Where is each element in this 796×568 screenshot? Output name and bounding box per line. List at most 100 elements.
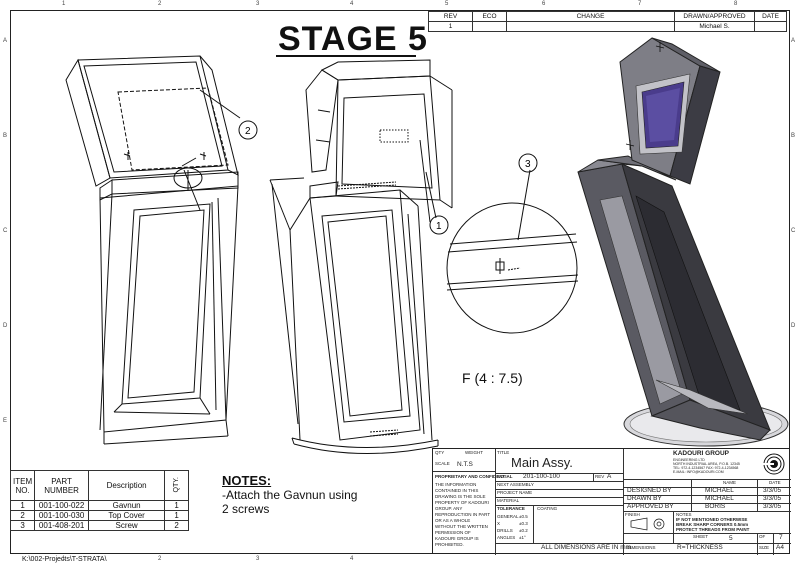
callout-2-label: 2 [245,126,251,137]
bom-cell-part: 001-408-201 [34,520,90,531]
bom-cell-description: Top Cover [88,510,166,521]
tb-company-sub-3: TEL: 972-4-1234567 FAX: 972-4-1234568 [673,466,739,470]
tb-signer: BORIS [705,503,726,510]
tb-sign-date: 3/3/05 [763,495,782,502]
tb-tol-value: ±0.2 [519,528,528,533]
tb-next-assembly-label: NEXT ASSEMBLY [497,482,534,487]
tb-prop-line: WITHOUT THE WRITTEN [435,524,488,529]
tb-all-dims: ALL DIMENSIONS ARE IN mm. [541,544,633,551]
zone-row-d-right: D [791,323,796,329]
tb-proprietary-text: THE INFORMATION CONTAINED IN THIS DRAWIN… [435,482,493,548]
tb-company-sub-2: NORTH INDUSTRIAL AREA, P.O.B. 12345 [673,462,740,466]
tb-finish-label: FINISH [625,512,640,517]
tb-rev: A [607,473,612,480]
zone-col-8: 8 [734,1,738,7]
tb-qty-label: QTY [435,450,445,455]
projection-symbol-icon [630,517,665,531]
tb-prop-line: CONTAINED IN THIS [435,488,479,493]
sheet-border [10,10,790,554]
bom-cell-item: 1 [9,500,36,511]
zone-row-b: B [3,133,8,139]
tb-prop-line: PERMISSION OF [435,530,471,535]
tb-prop-line: THE INFORMATION [435,482,477,487]
zone-col-3-bottom: 3 [256,556,260,562]
bom-header-qty: QTY. [164,470,190,501]
zone-col-4-bottom: 4 [350,556,354,562]
tb-tol-row: X [497,521,501,526]
stage-title: STAGE 5 [278,20,428,58]
detail-scale-label: F (4 : 7.5) [462,370,523,386]
tb-tolerance-label: TOLERANCE [497,506,525,511]
zone-col-1-bottom: 1 [62,556,66,562]
tb-part-no: 201-100-100 [523,473,560,480]
zone-row-a: A [3,38,8,44]
tb-proprietary-label: PROPRIETARY AND CONFIDENTIAL [435,474,513,479]
callout-3-label: 3 [525,159,531,170]
file-path: K:\002-Projects\T-STRATA\ [22,556,107,563]
zone-row-d: D [3,323,8,329]
bom-cell-part: 001-100-022 [34,500,90,511]
bom-cell-description: Gavnun [88,500,166,511]
tb-tol-value: ±0.5 [519,514,528,519]
bom-cell-qty: 2 [164,520,190,531]
tb-tol-row: ANGLES [497,535,516,540]
tb-tol-row: DRILLS [497,528,513,533]
zone-row-c-right: C [791,228,796,234]
tb-tol-value: ±1° [519,535,526,540]
tb-rev-label: REV [595,474,605,479]
tb-coating-label: COATING [537,506,558,511]
tb-name-header: NAME [723,480,737,485]
tb-prop-line: OR AS A WHOLE [435,518,471,523]
tb-signer: MICHAEL [705,495,734,502]
zone-col-4: 4 [350,1,354,7]
zone-row-c: C [3,228,8,234]
kiosk-shaded-render [577,37,789,447]
bom-cell-part: 001-100-030 [34,510,90,521]
tb-role: DRAWN BY [627,495,662,502]
tb-prop-line: PROHIBITED. [435,542,464,547]
tb-tol-value: ±0.3 [519,521,528,526]
tb-prop-line: DRAWING IS THE SOLE [435,494,486,499]
tb-prop-line: PROPERTY OF KADOURI [435,500,489,505]
tb-weight-label: WEIGHT [465,450,483,455]
company-logo-icon [763,453,785,475]
title-block: QTY SCALE N.T.S WEIGHT PROPRIETARY AND C… [432,448,791,555]
tb-sheet-value: 5 [729,535,733,542]
tb-sheet-label: SHEET [693,534,709,539]
bom-header-description: Description [88,470,166,501]
bom-row: 3 001-408-201 Screw 2 [9,520,190,531]
zone-col-1: 1 [62,1,66,7]
tb-project-label: PROJECT NAME [497,490,533,495]
notes-title: NOTES: [222,473,272,488]
notes-line-1: -Attach the Gavnun using [222,488,358,502]
tb-title-label: TITLE [497,450,510,455]
tb-prop-line: REPRODUCTION IN PART [435,512,491,517]
kiosk-front-view [65,55,241,445]
tb-scale-value: N.T.S [457,461,473,468]
tb-of-value: 7 [779,534,783,541]
revision-table: REV ECO CHANGE DRAWN/APPROVED DATE 1 Mic… [428,11,787,32]
tb-role: APPROVED BY [627,503,674,510]
tb-sign-date: 3/3/05 [763,487,782,494]
tb-date-header: DATE [769,480,781,485]
bom-cell-item: 3 [9,520,36,531]
bom-header-item: ITEM NO. [9,470,36,501]
bom-cell-description: Screw [88,520,166,531]
zone-col-5: 5 [445,1,449,7]
zone-row-e: E [3,418,8,424]
tb-notes-line: BREAK SHARP CORNERS 0.5mm [676,522,749,527]
zone-col-7: 7 [638,1,642,7]
bom-row: 2 001-100-030 Top Cover 1 [9,510,190,521]
tb-company-sub-1: ENGINEERING LTD [673,458,705,462]
bom-table: ITEM NO. PART NUMBER Description QTY. 1 … [9,470,190,531]
tb-thickness-label: R=THICKNESS [677,544,723,551]
callout-1-label: 1 [436,221,442,232]
zone-row-a-right: A [791,38,796,44]
notes-line-2: 2 screws [222,502,270,516]
zone-col-6: 6 [542,1,546,7]
bom-cell-qty: 1 [164,500,190,511]
tb-scale-label: SCALE [435,461,450,466]
zone-col-2-bottom: 2 [158,556,162,562]
tb-company: KADOURI GROUP [673,450,729,457]
